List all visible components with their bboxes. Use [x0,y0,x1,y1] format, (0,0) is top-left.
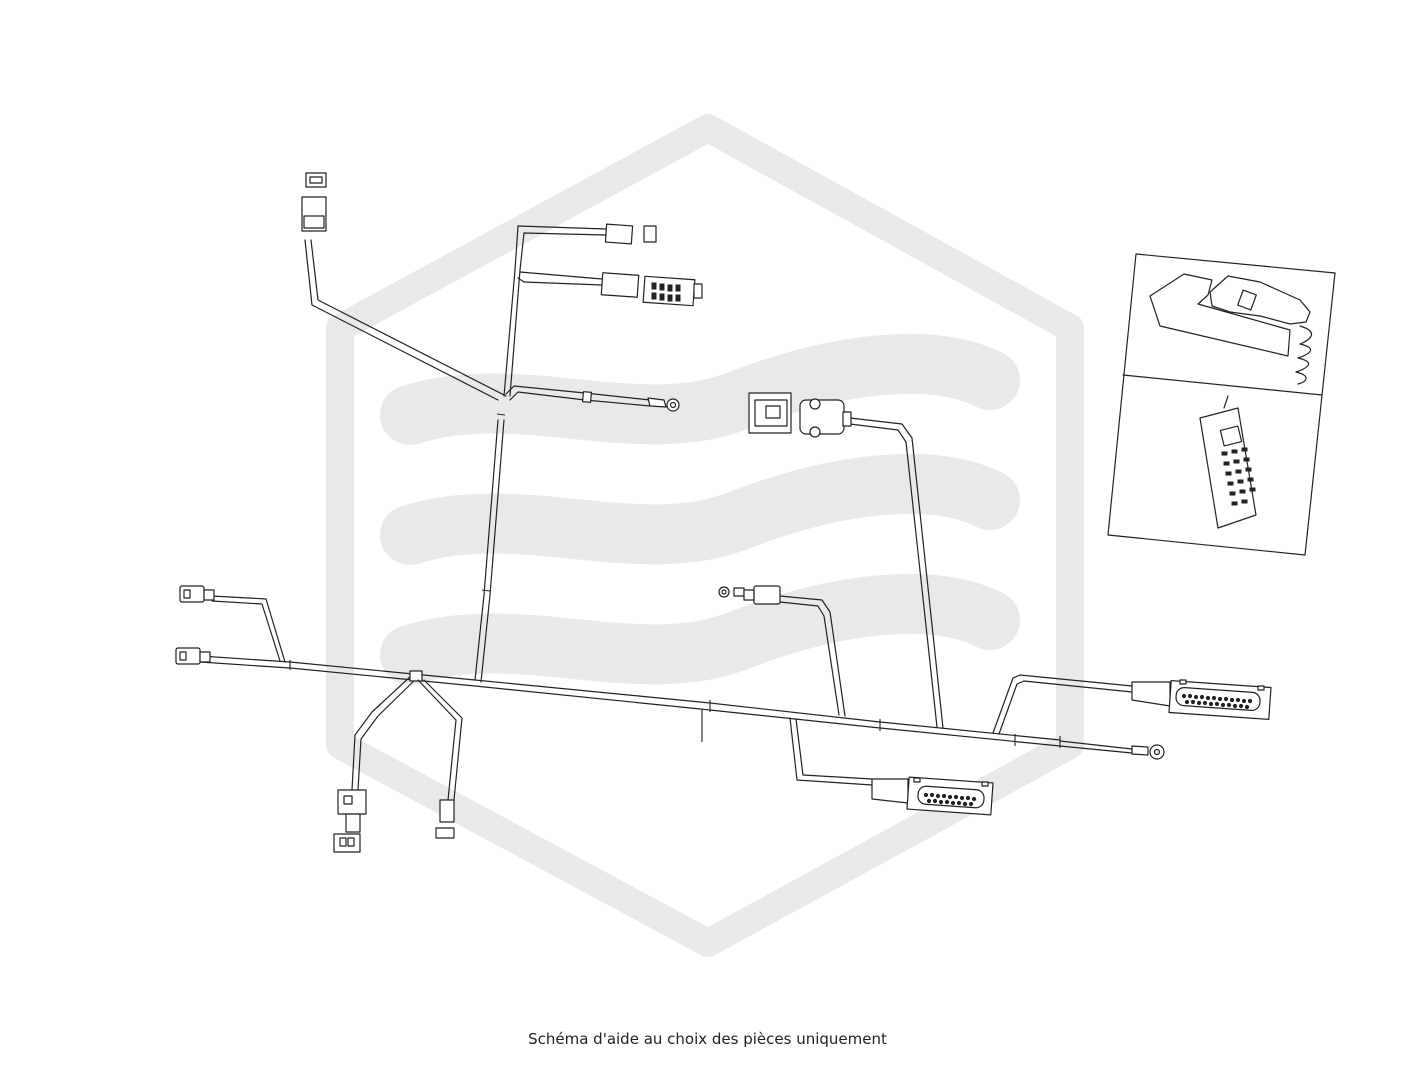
connector-bottom-left [333,789,367,853]
ring-terminal-right [1131,744,1165,760]
connector-socket-right [748,392,852,438]
handheld-remote-icon [1199,395,1257,529]
connector-dsub-lower [871,776,994,816]
desk-handset-icon [1149,273,1313,385]
watermark-logo [326,114,1084,957]
connector-dsub-upper [1131,679,1272,721]
main-trunk [199,655,1061,741]
connector-left-lower [175,647,211,665]
inset-panel [1107,253,1336,556]
connector-top-middle [604,223,657,245]
diagram-caption: Schéma d'aide au choix des pièces unique… [528,1030,887,1048]
connector-top-multi-pin [600,272,703,307]
ring-terminal-upper [647,397,680,412]
connector-left-upper [179,585,215,603]
connector-top-left [301,172,327,232]
ring-terminal-small [718,585,781,605]
wiring-harness [199,225,1133,801]
connector-bottom-small [435,799,455,839]
